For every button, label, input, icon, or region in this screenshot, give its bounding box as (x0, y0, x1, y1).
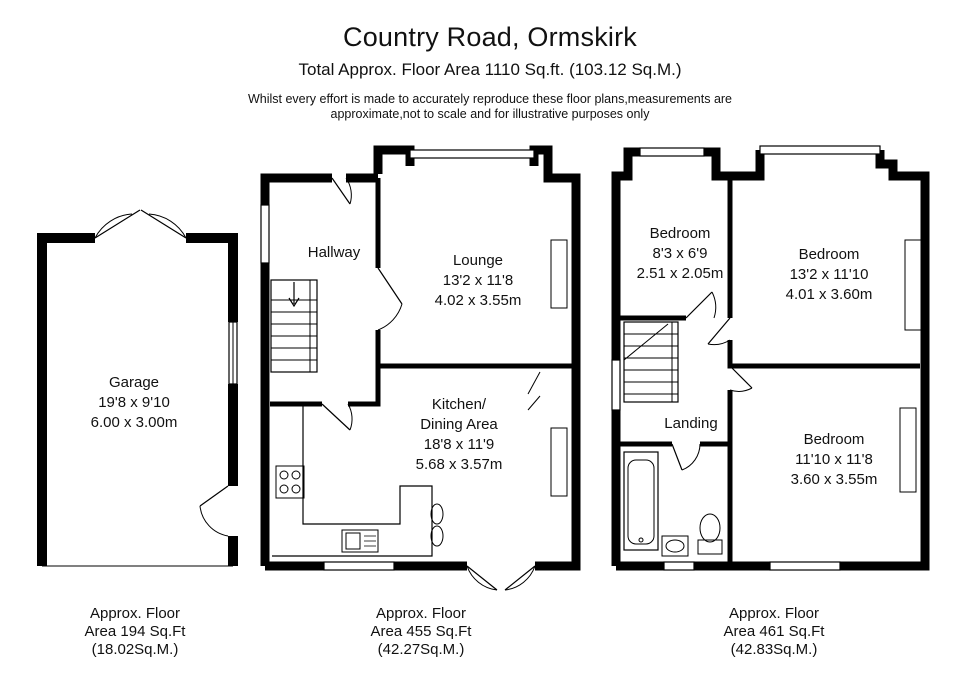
lounge-imperial: 13'2 x 11'8 (443, 272, 514, 289)
garage-metric: 6.00 x 3.00m (91, 414, 178, 431)
landing-label: Landing (664, 415, 717, 432)
kitchen-metric: 5.68 x 3.57m (416, 456, 503, 473)
first-floor-area-line2: Area 461 Sq.Ft (723, 623, 825, 640)
ground-floor-area-line2: Area 455 Sq.Ft (370, 623, 472, 640)
disclaimer-line-2: approximate,not to scale and for illustr… (330, 107, 650, 121)
bedroom-large-metric: 4.01 x 3.60m (786, 286, 873, 303)
bedroom-small-imperial: 8'3 x 6'9 (653, 245, 708, 262)
garage-name: Garage (109, 374, 159, 391)
bedroom-large-name: Bedroom (799, 246, 860, 263)
ground-floor-area-line3: (42.27Sq.M.) (377, 641, 465, 658)
lounge-metric: 4.02 x 3.55m (435, 292, 522, 309)
first-floor-area-caption: Approx. Floor Area 461 Sq.Ft (42.83Sq.M.… (664, 605, 884, 659)
ground-floor-area-line1: Approx. Floor (375, 605, 467, 622)
first-floor-area-line1: Approx. Floor (728, 605, 820, 622)
garage-area-line1: Approx. Floor (89, 605, 181, 622)
page-title: Country Road, Ormskirk (343, 22, 637, 52)
ground-floor-plan (260, 145, 581, 591)
garage-area-caption: Approx. Floor Area 194 Sq.Ft (18.02Sq.M.… (25, 605, 245, 659)
ground-floor-area-caption: Approx. Floor Area 455 Sq.Ft (42.27Sq.M.… (311, 605, 531, 659)
bedroom-rear-name: Bedroom (804, 431, 865, 448)
lounge-name: Lounge (453, 252, 503, 269)
first-floor-plan (611, 145, 930, 571)
garage-imperial: 19'8 x 9'10 (98, 394, 170, 411)
page-subtitle: Total Approx. Floor Area 1110 Sq.ft. (10… (298, 60, 682, 79)
disclaimer: Whilst every effort is made to accuratel… (0, 92, 980, 122)
bedroom-large-imperial: 13'2 x 11'10 (790, 266, 869, 283)
bedroom-rear-imperial: 11'10 x 11'8 (795, 451, 873, 468)
garage-area-line2: Area 194 Sq.Ft (84, 623, 186, 640)
kitchen-name-line1: Kitchen/ (432, 396, 487, 413)
first-floor-area-line3: (42.83Sq.M.) (730, 641, 818, 658)
hallway-label: Hallway (308, 244, 361, 261)
bedroom-rear-metric: 3.60 x 3.55m (791, 471, 878, 488)
kitchen-imperial: 18'8 x 11'9 (424, 436, 495, 453)
garage-area-line3: (18.02Sq.M.) (91, 641, 179, 658)
bedroom-small-metric: 2.51 x 2.05m (637, 265, 724, 282)
disclaimer-line-1: Whilst every effort is made to accuratel… (247, 92, 733, 106)
kitchen-name-line2: Dining Area (420, 416, 498, 433)
garage-plan (37, 209, 238, 567)
bedroom-small-name: Bedroom (650, 225, 711, 242)
